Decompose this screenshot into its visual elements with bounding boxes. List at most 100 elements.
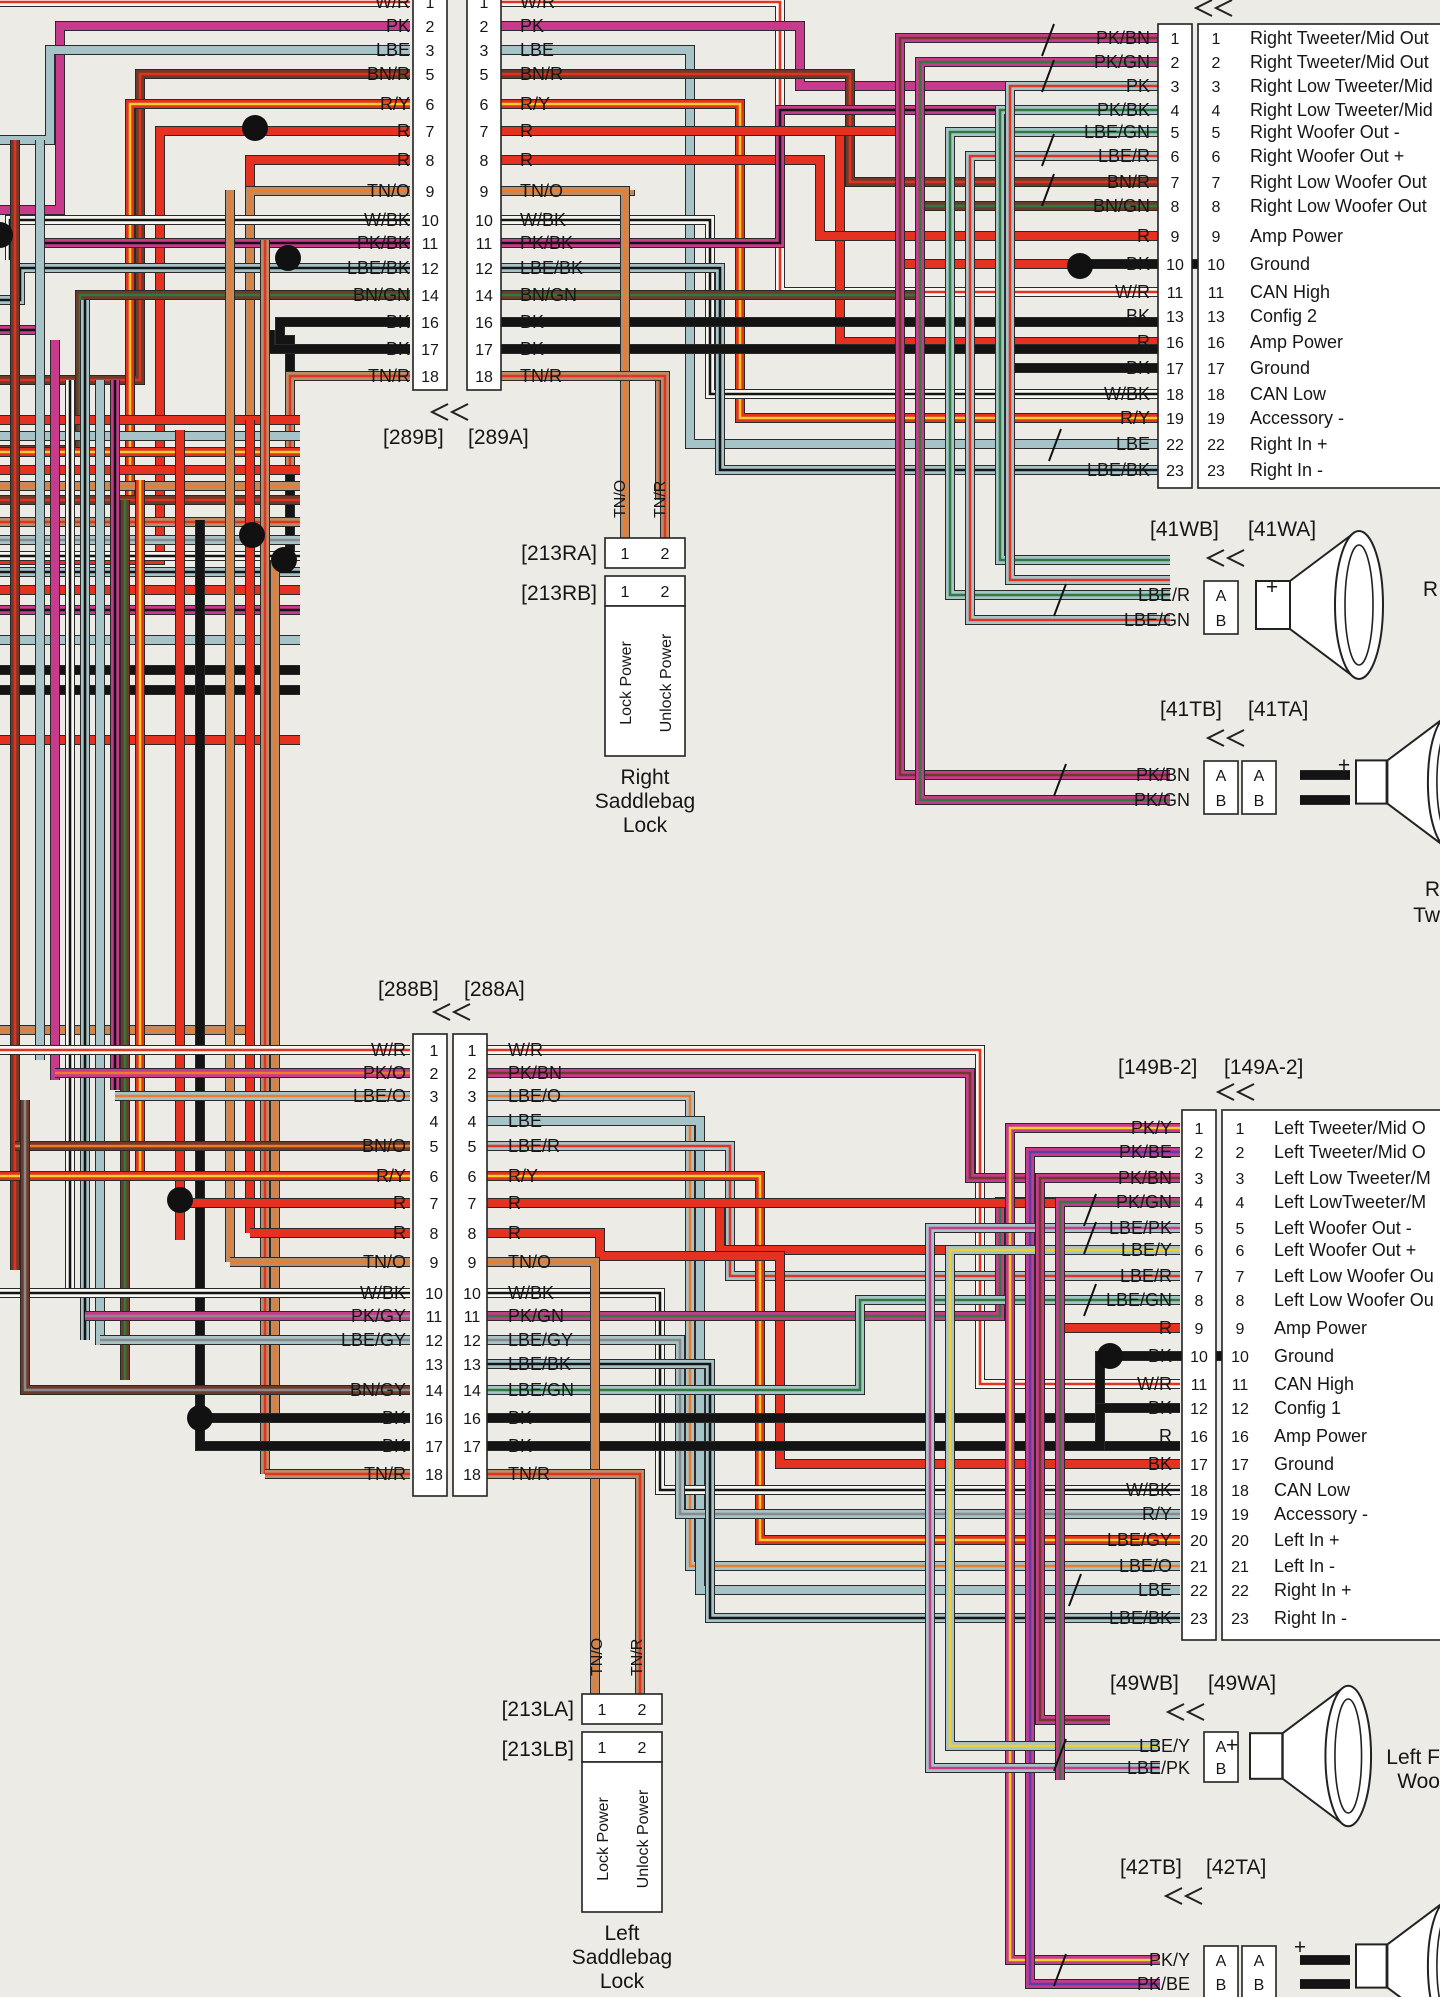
left-saddlebag-lock-label-a: [213LA] [502, 1698, 574, 1721]
right-saddlebag-lock-func-lock: Lock Power [618, 641, 635, 725]
amp-left-b-pin: 20 [1190, 1533, 1208, 1550]
amp-right-wire-label: BK [1126, 358, 1150, 378]
connector-288B-wire-label: BN/GY [350, 1380, 406, 1400]
twisted-pair-mark-4 [1048, 428, 1062, 462]
wire-42T-b-tracer [1028, 1150, 1180, 1986]
amp-left-wire-label: R [1159, 1426, 1172, 1446]
connector-288A-pin: 17 [463, 1439, 481, 1456]
amp-right-wire-label: BK [1126, 306, 1150, 326]
twisted-pair-mark-7 [1083, 1193, 1097, 1227]
connector-289B-wire-label: BK [386, 339, 410, 359]
amp-left-function-label: Ground [1274, 1346, 1334, 1366]
amp-left-label-b: [149B-2] [1118, 1056, 1197, 1079]
wire-288-right-7 [470, 1229, 1180, 1468]
right-saddlebag-lock-wire-label-1: TN/O [612, 480, 629, 518]
amp-right-b-pin: 5 [1171, 125, 1180, 142]
left-woofer-name-partial-2: Woo [1397, 1770, 1440, 1793]
amp-right-wire-label: PK/BK [1097, 100, 1150, 120]
connector-288B-pin: 18 [425, 1467, 443, 1484]
connector-288B-wire-label: BK [382, 1408, 406, 1428]
connector-288A-wire-label: TN/O [508, 1252, 551, 1272]
connector-289B-pin: 1 [426, 0, 435, 12]
amp-right-a-pin: 17 [1207, 361, 1225, 378]
connector-41W-plug-b [1203, 580, 1239, 635]
amp-right-b-pin: 10 [1166, 257, 1184, 274]
connector-49W-wire-a: LBE/Y [1139, 1736, 1190, 1756]
connector-289B-wire-label: LBE [376, 40, 410, 60]
amp-right-a-pin: 3 [1212, 79, 1221, 96]
connector-289A-wire-label: TN/O [520, 181, 563, 201]
connector-288A-wire-label: R/Y [508, 1166, 538, 1186]
amp-left-wire-label: LBE/O [1119, 1556, 1172, 1576]
connector-288A-wire-label: W/R [508, 1040, 543, 1060]
left-saddlebag-lock-wire-label-2: TN/R [629, 1639, 646, 1676]
amp-right-b-pin: 7 [1171, 175, 1180, 192]
amp-right-b-pin: 4 [1171, 103, 1180, 120]
right-saddlebag-lock-pin-a2: 2 [661, 546, 670, 563]
amp-left-wire-label: LBE/GY [1107, 1530, 1172, 1550]
left-saddlebag-lock-func-lock: Lock Power [595, 1797, 612, 1881]
amp-left-function-label: Amp Power [1274, 1426, 1367, 1446]
right-saddlebag-lock-label-b: [213RB] [521, 582, 597, 605]
connector-42T-label-b: [42TB] [1120, 1856, 1182, 1879]
wire-amp-left-4-tracer [1058, 1200, 1180, 1780]
connector-289A-pin: 14 [475, 288, 493, 305]
connector-42T-label-a: [42TA] [1206, 1856, 1266, 1879]
amp-right-a-pin: 6 [1212, 149, 1221, 166]
connector-42T-pin-b2: B [1254, 1977, 1265, 1994]
connector-289A-wire-label: W/R [520, 0, 555, 12]
connector-49W-label-b: [49WB] [1110, 1672, 1179, 1695]
connector-289A-wire-label: BN/R [520, 64, 563, 84]
amp-right-function-label: Right Woofer Out + [1250, 146, 1404, 166]
connector-289B-pin: 7 [426, 124, 435, 141]
splice-dot-7 [1067, 253, 1093, 279]
wire-288-right-13-tracer [470, 1298, 1180, 1392]
connector-289A-pin: 1 [480, 0, 489, 12]
connector-289B-pin: 3 [426, 43, 435, 60]
connector-42T-pin-b: B [1216, 1977, 1227, 1994]
connector-288B-wire-label: TN/R [364, 1464, 406, 1484]
connector-289B-wire-label: R [397, 121, 410, 141]
amp-left-wire-label: LBE/Y [1121, 1240, 1172, 1260]
amp-right-b-pin: 2 [1171, 55, 1180, 72]
amp-left-function-label: Left In - [1274, 1556, 1335, 1576]
connector-41W-wire-b: LBE/GN [1124, 610, 1190, 630]
connector-41W-pin-b: B [1216, 613, 1227, 630]
wire-288-right-3 [470, 1117, 1180, 1594]
polarity-plus-mark: + [1226, 1734, 1238, 1757]
connector-289B-pin: 9 [426, 184, 435, 201]
amp-left-wire-label: LBE/GN [1106, 1290, 1172, 1310]
amp-left-wire-label: BK [1148, 1454, 1172, 1474]
right-saddlebag-lock-device-name-1: Right [620, 766, 669, 789]
connector-288A-pin: 18 [463, 1467, 481, 1484]
right-saddlebag-lock-pin-b2: 2 [661, 584, 670, 601]
connector-49W-pin-b: B [1216, 1761, 1227, 1778]
amp-right-a-pin: 19 [1207, 411, 1225, 428]
connector-289A-pin: 11 [476, 236, 493, 253]
connector-41W-label-a: [41WA] [1248, 518, 1316, 541]
connector-288B-wire-label: BN/O [362, 1136, 406, 1156]
amp-left-a-pin: 10 [1231, 1349, 1249, 1366]
amp-left-b-pin: 1 [1195, 1121, 1204, 1138]
connector-289A-wire-label: R [520, 121, 533, 141]
connector-288B-wire-label: W/R [371, 1040, 406, 1060]
connector-41T-pin-a2: A [1254, 768, 1265, 785]
connector-288A-wire-label: BK [508, 1408, 532, 1428]
connector-289A-wire-label: TN/R [520, 366, 562, 386]
amp-right-b-pin: 1 [1171, 31, 1180, 48]
left-saddlebag-lock-wire-label-1: TN/O [589, 1638, 606, 1676]
connector-289B-wire-label: R [397, 150, 410, 170]
connector-289B-pin: 11 [422, 236, 439, 253]
amp-left-function-label: Left Tweeter/Mid O [1274, 1118, 1426, 1138]
right-saddlebag-lock-pin-a1: 1 [621, 546, 630, 563]
amp-right-a-pin: 2 [1212, 55, 1221, 72]
connector-289B-pin: 5 [426, 67, 435, 84]
amp-left-a-pin: 16 [1231, 1429, 1249, 1446]
amp-left-a-pin: 17 [1231, 1457, 1249, 1474]
amp-left-b-pin: 23 [1190, 1611, 1208, 1628]
connector-41T-pin-a: A [1216, 768, 1227, 785]
connector-289A-wire-label: PK [520, 16, 544, 36]
connector-288B-pin: 4 [430, 1114, 439, 1131]
wire-289-right-10-tracer [470, 266, 1160, 472]
